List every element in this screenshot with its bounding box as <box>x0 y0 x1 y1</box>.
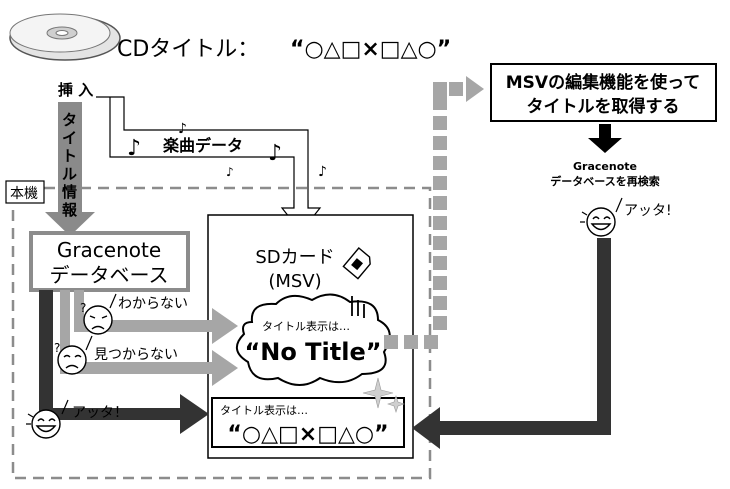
msv-edit-line2: タイトルを取得する <box>527 96 680 117</box>
sd-card-label-line1: SDカード <box>255 247 334 268</box>
case-found-label: アッタ！ <box>72 405 128 421</box>
case-unknown-label: わからない <box>118 296 188 312</box>
music-note-icon: ♪ <box>318 164 327 180</box>
gracenote-db-line2: データベース <box>50 263 169 287</box>
svg-text:報: 報 <box>62 201 78 219</box>
sad-face-icon: ? <box>80 301 113 335</box>
research-found-label: アッタ! <box>624 203 672 219</box>
gray-arrows <box>60 290 238 386</box>
svg-text:ト: ト <box>62 147 77 165</box>
music-data-label: 楽曲データ <box>162 136 243 155</box>
sd-card-label-line2: (MSV) <box>268 271 321 292</box>
happy-face-icon <box>580 207 616 237</box>
research-label-line2: データベースを再検索 <box>550 174 659 188</box>
gracenote-db-line1: Gracenote <box>57 238 161 262</box>
device-label-box <box>5 180 45 204</box>
case-not-found-label: 見つからない <box>94 347 178 363</box>
no-title-caption: タイトル表示は… <box>262 319 350 333</box>
svg-text:?: ? <box>80 301 86 315</box>
svg-text:タ: タ <box>62 111 77 129</box>
msv-edit-line1: MSVの編集機能を使って <box>506 72 700 93</box>
result-caption: タイトル表示は… <box>220 403 308 417</box>
research-arrow <box>588 124 622 153</box>
research-return-arrow <box>412 238 611 449</box>
cd-title-value: “○△□×□△○” <box>290 37 451 62</box>
cd-title-label: CDタイトル： <box>117 37 259 62</box>
cd-disc-icon <box>9 13 121 61</box>
sad-face-icon: ? <box>54 341 87 375</box>
svg-text:?: ? <box>54 341 60 355</box>
msv-dashed-arrow <box>384 76 484 349</box>
title-info-arrow <box>45 102 95 236</box>
research-label-line1: Gracenote <box>573 160 637 173</box>
gracenote-db-box <box>29 231 190 292</box>
svg-text:情: 情 <box>62 183 77 201</box>
device-dashed-border <box>11 186 432 480</box>
shock-icon <box>351 296 365 318</box>
title-info-label: タ イ ト ル 情 報 <box>62 111 78 219</box>
no-title-cloud <box>236 293 391 386</box>
result-value: “○△□×□△○” <box>227 422 388 447</box>
device-label: 本機 <box>10 186 38 202</box>
sd-card-icon <box>342 247 371 280</box>
music-note-icon: ♪ <box>127 136 141 161</box>
sparkle-icon <box>362 377 405 413</box>
insert-label: 挿 入 <box>58 81 93 99</box>
svg-text:ル: ル <box>62 165 77 183</box>
msv-edit-box <box>490 63 717 122</box>
music-note-icon: ♪ <box>226 165 234 179</box>
svg-text:イ: イ <box>62 129 77 147</box>
no-title-value: “No Title” <box>244 338 381 366</box>
music-note-icon: ♪ <box>178 121 187 137</box>
result-box <box>211 397 405 448</box>
music-note-icon: ♪ <box>268 141 282 166</box>
happy-face-icon <box>26 409 61 439</box>
